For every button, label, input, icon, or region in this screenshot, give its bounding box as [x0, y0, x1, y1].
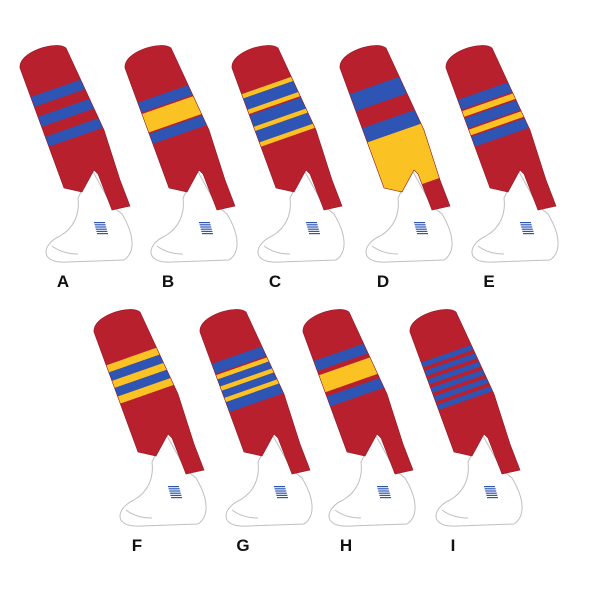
sock-option-d: D [328, 38, 453, 300]
sock-icon [19, 45, 133, 263]
size-mark [306, 222, 320, 235]
sock-label: A [56, 272, 70, 291]
sock-icon [93, 309, 207, 527]
size-mark [520, 222, 534, 235]
sock-foot [471, 168, 559, 263]
sock-label: E [483, 272, 495, 291]
sock-foot [45, 168, 133, 263]
sock-foot [225, 432, 313, 527]
sock-label: D [376, 272, 390, 291]
sock-icon [409, 309, 523, 527]
sock-foot [435, 432, 523, 527]
sock-icon [231, 45, 345, 263]
sock-foot [328, 432, 416, 527]
sock-label: B [161, 272, 175, 291]
sock-icon [302, 309, 416, 527]
sock-option-g: G [188, 302, 313, 564]
sock-icon [124, 45, 238, 263]
sock-label: G [236, 536, 250, 555]
sock-option-i: I [398, 302, 523, 564]
sock-option-h: H [291, 302, 416, 564]
sock-foot [365, 168, 453, 263]
size-mark [199, 222, 213, 235]
sock-label: C [268, 272, 282, 291]
sock-option-c: C [220, 38, 345, 300]
size-mark [94, 222, 108, 235]
sock-foot [257, 168, 345, 263]
sock-foot [150, 168, 238, 263]
sock-label: I [450, 536, 456, 555]
sock-icon [445, 45, 559, 263]
sock-label: H [339, 536, 353, 555]
size-mark [484, 486, 498, 499]
sock-label: F [131, 536, 143, 555]
sock-option-f: F [82, 302, 207, 564]
sock-option-e: E [434, 38, 559, 300]
sock-option-a: A [8, 38, 133, 300]
sock-foot [119, 432, 207, 527]
size-mark [414, 222, 428, 235]
sock-option-b: B [113, 38, 238, 300]
size-mark [274, 486, 288, 499]
sock-icon [339, 45, 453, 263]
sock-icon [199, 309, 313, 527]
size-mark [168, 486, 182, 499]
size-mark [377, 486, 391, 499]
